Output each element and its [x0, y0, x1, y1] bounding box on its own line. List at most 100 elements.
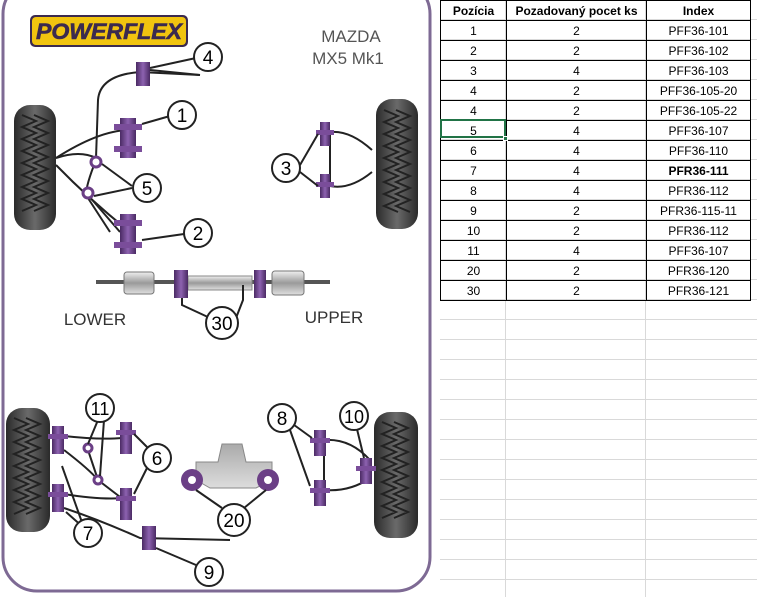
bushing-3a-icon	[316, 122, 334, 146]
bushing-4-icon	[136, 62, 150, 86]
callout-30: 30	[205, 306, 239, 340]
bushing-9-icon	[142, 526, 156, 550]
cell-index[interactable]: PFR36-111	[646, 160, 751, 181]
cell-quantity[interactable]: 4	[506, 60, 647, 81]
cell-index[interactable]: PFF36-105-22	[646, 100, 751, 121]
cell-index[interactable]: PFF36-103	[646, 60, 751, 81]
cell-quantity[interactable]: 2	[506, 280, 647, 301]
callout-11: 11	[85, 393, 115, 423]
svg-text:2: 2	[193, 224, 204, 245]
rear-right-tyre-icon	[374, 412, 418, 538]
cell-index[interactable]: PFF36-107	[646, 120, 751, 141]
cell-position[interactable]: 10	[440, 220, 507, 241]
diff-mount	[181, 443, 279, 491]
bushing-7b-icon	[48, 484, 68, 512]
cell-index[interactable]: PFR36-120	[646, 260, 751, 281]
suspension-diagram: POWERFLEX MAZDA MX5 Mk1	[1, 0, 432, 593]
cell-quantity[interactable]: 4	[506, 120, 647, 141]
svg-text:3: 3	[281, 159, 292, 180]
steering-rack	[96, 270, 330, 298]
front-left-tyre-icon	[14, 105, 56, 230]
header-position[interactable]: Pozícia	[440, 0, 507, 21]
bushing-2-icon	[114, 214, 142, 254]
vehicle-make: MAZDA	[321, 27, 381, 46]
cell-position[interactable]: 6	[440, 140, 507, 161]
rear-left-tyre-icon	[6, 408, 50, 532]
svg-text:1: 1	[177, 106, 188, 127]
cell-quantity[interactable]: 4	[506, 140, 647, 161]
cell-position[interactable]: 4	[440, 100, 507, 121]
svg-text:4: 4	[203, 48, 214, 69]
bushing-1-icon	[114, 118, 142, 158]
cell-index[interactable]: PFR36-115-11	[646, 200, 751, 221]
svg-text:7: 7	[83, 524, 94, 545]
label-upper: UPPER	[305, 308, 364, 327]
bushing-8b-icon	[310, 480, 330, 506]
cell-quantity[interactable]: 2	[506, 80, 647, 101]
cell-index[interactable]: PFR36-112	[646, 180, 751, 201]
selected-cell-outline[interactable]	[440, 119, 506, 138]
cell-position[interactable]: 4	[440, 80, 507, 101]
bushing-6b-icon	[116, 488, 136, 520]
cell-quantity[interactable]: 2	[506, 40, 647, 61]
cell-index[interactable]: PFF36-101	[646, 20, 751, 41]
header-quantity[interactable]: Pozadovaný pocet ks	[506, 0, 647, 21]
cell-index[interactable]: PFF36-102	[646, 40, 751, 61]
cell-quantity[interactable]: 4	[506, 240, 647, 261]
cell-index[interactable]: PFF36-107	[646, 240, 751, 261]
cell-position[interactable]: 3	[440, 60, 507, 81]
bushing-8a-icon	[310, 430, 330, 456]
front-right-tyre-icon	[376, 99, 418, 229]
cell-position[interactable]: 11	[440, 240, 507, 261]
callout-5: 5	[132, 173, 162, 203]
cell-index[interactable]: PFF36-110	[646, 140, 751, 161]
cell-quantity[interactable]: 2	[506, 220, 647, 241]
cell-position[interactable]: 7	[440, 160, 507, 181]
svg-text:20: 20	[223, 511, 244, 532]
callout-7: 7	[73, 518, 103, 548]
diagram-frame	[1, 0, 432, 593]
bushing-7a-icon	[48, 426, 68, 454]
svg-text:6: 6	[152, 449, 163, 470]
cell-index[interactable]: PFF36-105-20	[646, 80, 751, 101]
cell-quantity[interactable]: 4	[506, 160, 647, 181]
callout-4: 4	[193, 42, 223, 72]
table-header-row: Pozícia Pozadovaný pocet ks Index	[440, 0, 751, 21]
callout-2: 2	[183, 218, 213, 248]
cell-position[interactable]: 1	[440, 20, 507, 41]
powerflex-logo-text: POWERFLEX	[36, 19, 183, 44]
svg-text:9: 9	[204, 563, 215, 584]
bushing-5b-icon	[81, 186, 95, 200]
callout-1: 1	[167, 100, 197, 130]
cell-position[interactable]: 20	[440, 260, 507, 281]
fill-handle[interactable]	[503, 136, 508, 141]
header-index[interactable]: Index	[646, 0, 751, 21]
cell-index[interactable]: PFR36-112	[646, 220, 751, 241]
cell-position[interactable]: 30	[440, 280, 507, 301]
bushing-11b-icon	[92, 474, 104, 486]
cell-position[interactable]: 2	[440, 40, 507, 61]
cell-index[interactable]: PFR36-121	[646, 280, 751, 301]
svg-text:30: 30	[211, 314, 232, 335]
cell-position[interactable]: 9	[440, 200, 507, 221]
cell-quantity[interactable]: 2	[506, 100, 647, 121]
cell-position[interactable]: 8	[440, 180, 507, 201]
cell-quantity[interactable]: 2	[506, 200, 647, 221]
svg-text:8: 8	[277, 409, 288, 430]
cell-quantity[interactable]: 2	[506, 260, 647, 281]
cell-quantity[interactable]: 2	[506, 20, 647, 41]
cell-quantity[interactable]: 4	[506, 180, 647, 201]
